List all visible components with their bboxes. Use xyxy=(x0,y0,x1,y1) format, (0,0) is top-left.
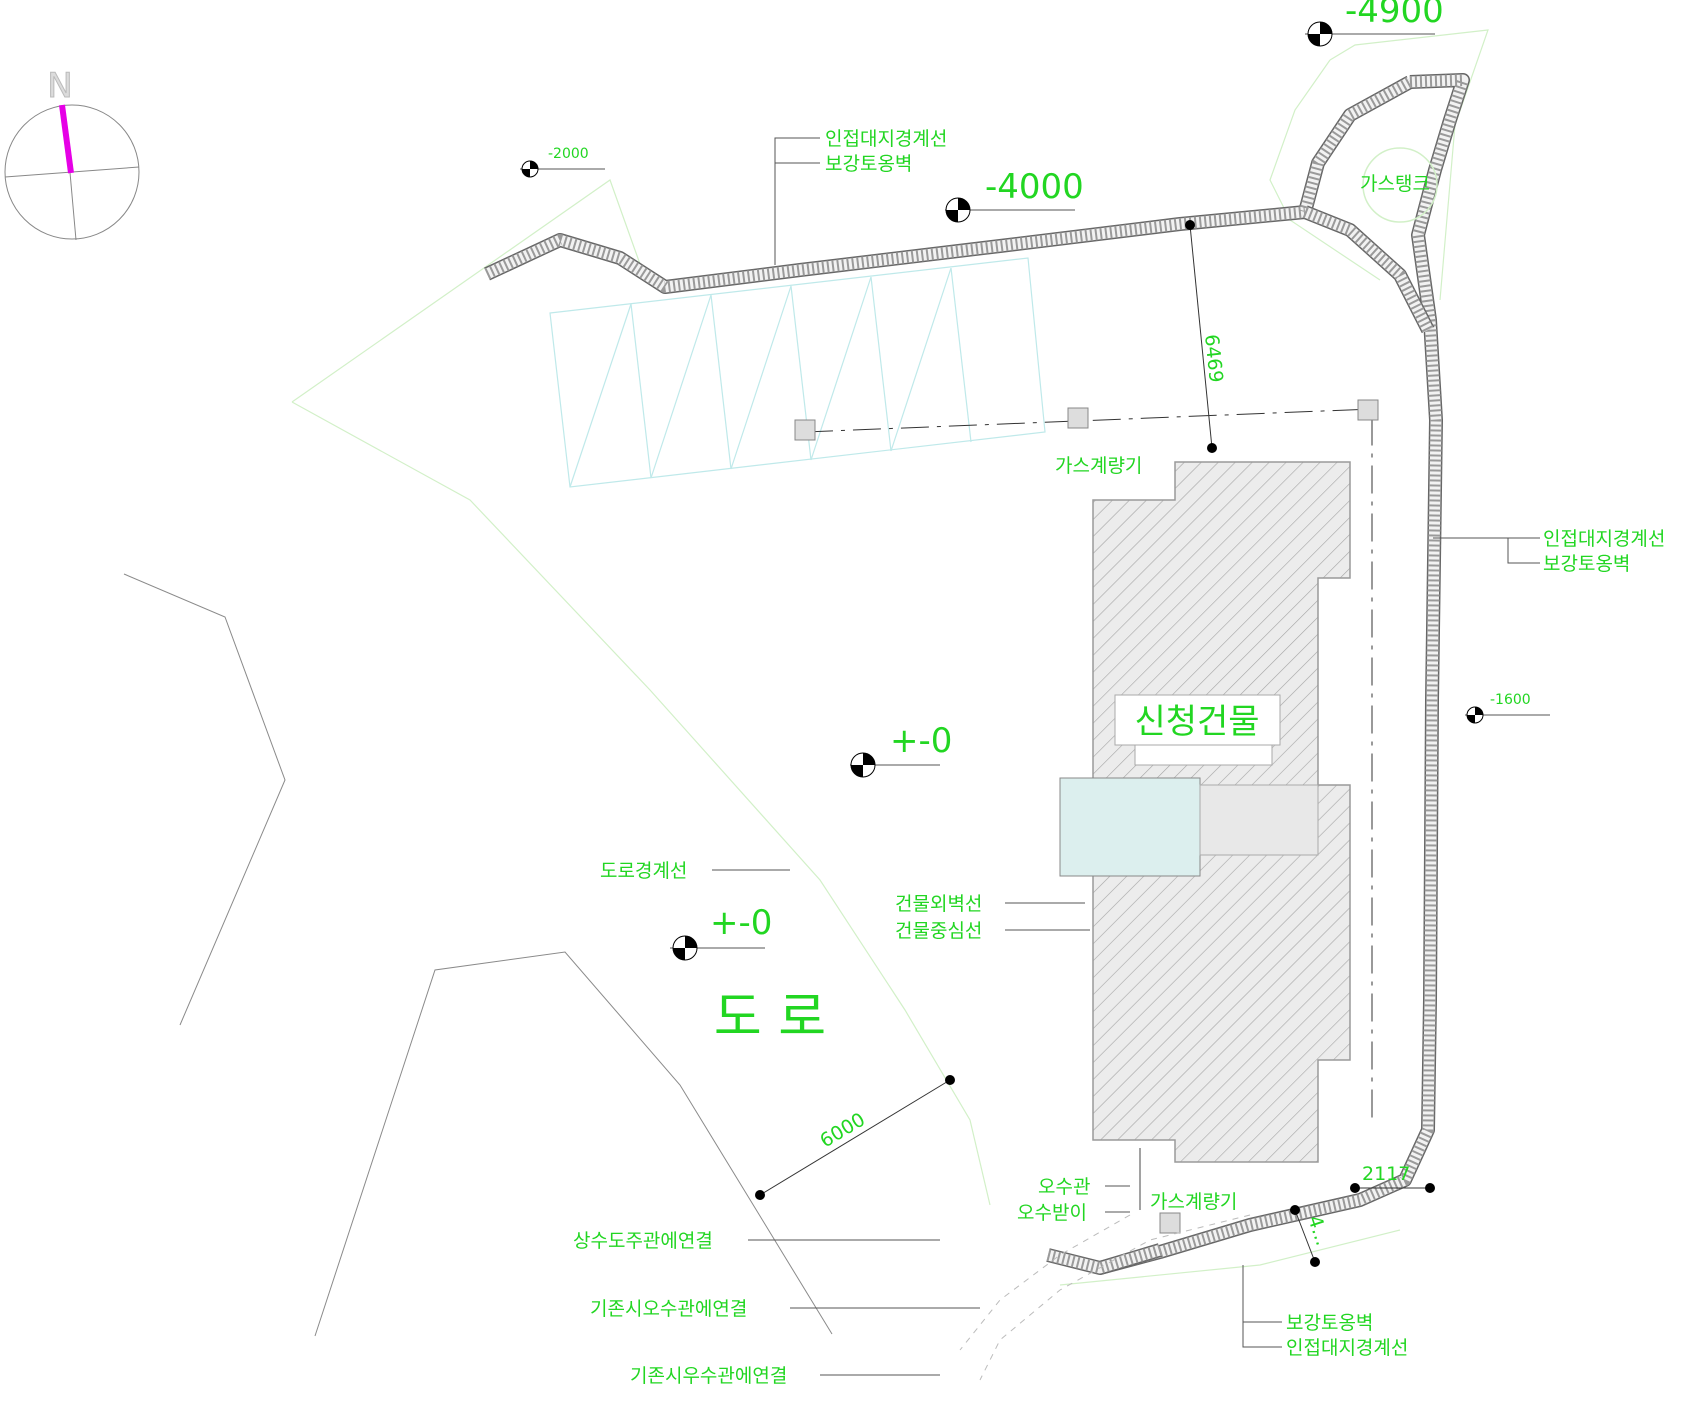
dimension-lines xyxy=(755,220,1435,1267)
callout-north-wall: 인접대지경계선 보강토옹벽 xyxy=(774,128,947,265)
callout-building-center: 건물중심선 xyxy=(895,920,1090,942)
svg-text:보강토옹벽: 보강토옹벽 xyxy=(1543,553,1630,575)
gas-tank-symbol xyxy=(1362,147,1438,223)
gas-tank-label: 가스탱크 xyxy=(1360,173,1430,195)
level-top-right: -4900 xyxy=(1345,0,1444,31)
svg-text:오수관: 오수관 xyxy=(1038,1176,1090,1198)
svg-text:도로경계선: 도로경계선 xyxy=(600,860,687,882)
level-top-mid: -4000 xyxy=(985,167,1084,207)
svg-text:인접대지경계선: 인접대지경계선 xyxy=(1543,528,1665,550)
north-arrow-icon: N xyxy=(4,66,140,241)
building-center-line xyxy=(794,399,1379,1234)
callout-city-storm: 기존시우수관에연결 xyxy=(630,1365,940,1387)
svg-text:기존시우수관에연결: 기존시우수관에연결 xyxy=(630,1365,787,1387)
callout-road-boundary: 도로경계선 xyxy=(600,860,790,882)
north-letter: N xyxy=(47,66,72,106)
svg-text:인접대지경계선: 인접대지경계선 xyxy=(825,128,947,150)
building-label-box xyxy=(1114,694,1281,746)
level-center: +-0 xyxy=(890,721,952,761)
callout-east-wall: 인접대지경계선 보강토옹벽 xyxy=(1433,528,1665,575)
level-marker-top-left: -2000 xyxy=(520,146,605,178)
level-marker-top-right: -4900 xyxy=(1305,0,1444,47)
level-right: -1600 xyxy=(1490,692,1531,708)
svg-text:기존시오수관에연결: 기존시오수관에연결 xyxy=(590,1298,747,1320)
callout-water-main: 상수도주관에연결 xyxy=(573,1230,940,1252)
svg-text:인접대지경계선: 인접대지경계선 xyxy=(1286,1337,1408,1359)
building-label: 신청건물 xyxy=(1134,702,1259,742)
level-marker-center: +-0 xyxy=(850,721,952,778)
dimension-east-setback: 2117 xyxy=(1362,1163,1410,1185)
callout-sewer-basin: 오수받이 xyxy=(1017,1202,1130,1224)
svg-text:보강토옹벽: 보강토옹벽 xyxy=(825,153,912,175)
level-road: +-0 xyxy=(710,903,772,943)
dimension-north-setback: 6469 xyxy=(1200,333,1227,383)
building-footprint xyxy=(1059,461,1351,1163)
retaining-wall xyxy=(484,73,1470,1275)
svg-text:건물외벽선: 건물외벽선 xyxy=(895,893,982,915)
level-marker-road: +-0 xyxy=(670,903,772,961)
level-marker-right: -1600 xyxy=(1465,692,1550,724)
level-marker-top-mid: -4000 xyxy=(945,167,1084,223)
dimension-road-width: 6000 xyxy=(816,1109,869,1153)
road-label: 도 로 xyxy=(714,988,826,1048)
svg-text:상수도주관에연결: 상수도주관에연결 xyxy=(573,1230,713,1252)
road-outline xyxy=(123,573,833,1337)
callout-south-wall: 보강토옹벽 인접대지경계선 xyxy=(1242,1265,1408,1359)
parking-area xyxy=(549,257,1046,488)
gas-meter-top-label: 가스계량기 xyxy=(1055,455,1142,477)
callout-sewer-pipe: 오수관 xyxy=(1038,1176,1130,1198)
road-boundary-line xyxy=(291,29,1489,1286)
gas-meter-bottom-label: 가스계량기 xyxy=(1150,1191,1237,1213)
svg-text:보강토옹벽: 보강토옹벽 xyxy=(1286,1312,1373,1334)
svg-text:건물중심선: 건물중심선 xyxy=(895,920,982,942)
pipe-lines xyxy=(959,1148,1251,1381)
svg-text:오수받이: 오수받이 xyxy=(1017,1202,1087,1224)
callout-building-wall: 건물외벽선 xyxy=(895,893,1085,915)
level-top-left: -2000 xyxy=(548,146,589,162)
callout-city-sewer: 기존시오수관에연결 xyxy=(590,1298,980,1320)
